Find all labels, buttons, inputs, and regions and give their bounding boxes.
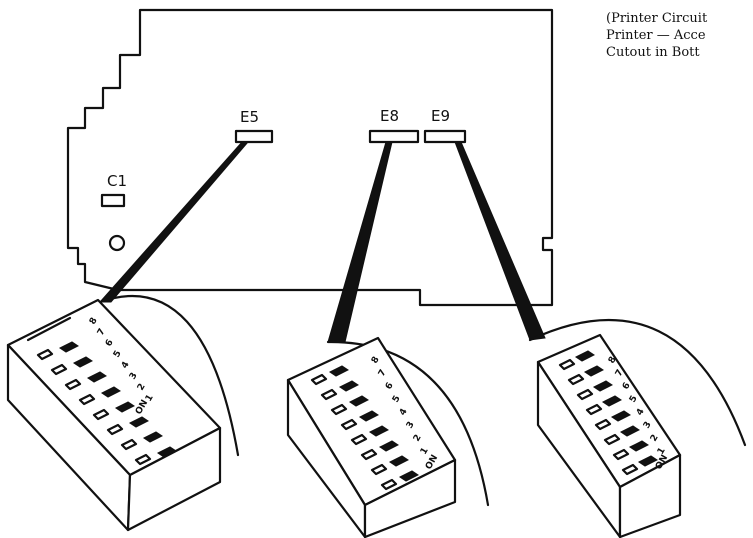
dip-switch-e9-pos-8: 8 [607,355,619,365]
arc-e5 [98,294,240,457]
connector-e5-body [234,129,274,144]
dip-switch-e8-pos-4: 4 [398,407,410,417]
connector-e5: E5 [234,108,274,144]
dip-switch-e8-pos-1: 1 [419,446,431,456]
dip-switch-e5-pos-5: 5 [112,349,124,359]
dip-switch-e9-levers [558,350,658,476]
dip-switch-e5-pos-8: 8 [88,316,100,326]
dip-switch-e8-pos-2: 2 [412,433,424,443]
capacitor-c1-body [100,193,126,208]
dip-switch-e5-levers [36,341,177,466]
dip-switch-e8-pos-8: 8 [370,355,382,365]
arc-e9 [528,318,747,447]
leader-lines [98,141,546,343]
dip-switch-e9-pos-3: 3 [642,420,654,430]
dip-switch-e5-pos-7: 7 [96,327,108,337]
leader-e5 [98,141,250,303]
dip-switch-e5-pos-4: 4 [120,360,132,370]
dip-switch-e8: ON 1 2 3 4 5 6 7 8 [286,336,457,538]
caption-line-3: Cutout in Bott [606,45,700,60]
dip-switch-e9-pos-1: 1 [656,446,668,456]
connector-e8-body [368,129,420,144]
dip-switch-e5-pos-2: 2 [136,382,148,392]
dip-switch-e8-pos-5: 5 [391,394,403,404]
dip-switch-e5-pos-3: 3 [128,371,140,381]
caption-line-2: Printer — Acce [606,28,706,43]
dip-switch-e5-pos-6: 6 [104,338,116,348]
caption: (Printer Circuit Printer — Acce Cutout i… [606,11,708,60]
dip-switch-e8-pos-6: 6 [384,381,396,391]
connector-e9-label: E9 [431,107,450,125]
arc-e8 [326,340,490,507]
caption-line-1: (Printer Circuit [606,11,708,26]
dip-switch-e5-pos-1: 1 [144,393,156,403]
connector-e8-label: E8 [380,107,399,125]
magnifier-arcs [98,294,747,507]
mounting-hole [108,234,126,252]
dip-switch-e9-pos-4: 4 [635,407,647,417]
leader-e8 [327,141,393,343]
dip-switch-e5: ON 1 2 3 4 5 6 7 8 [6,298,222,532]
capacitor-c1: C1 [100,172,127,208]
connector-e5-label: E5 [240,108,259,126]
circuit-board-outline [66,8,554,307]
connector-e9-body [423,129,467,144]
leader-e9 [454,141,546,341]
dip-switch-e9-pos-2: 2 [649,433,661,443]
dip-switch-e8-pos-3: 3 [405,420,417,430]
dip-switch-e9-pos-7: 7 [614,368,626,378]
connector-e8: E8 [368,107,420,144]
dip-switch-e9-pos-5: 5 [628,394,640,404]
dip-switch-e8-levers [310,365,419,491]
capacitor-c1-label: C1 [107,172,127,190]
dip-switch-e9-pos-6: 6 [621,381,633,391]
connector-e9: E9 [423,107,467,144]
dip-switch-e8-pos-7: 7 [377,368,389,378]
dip-switch-e9: ON 1 2 3 4 5 6 7 8 [536,333,682,538]
